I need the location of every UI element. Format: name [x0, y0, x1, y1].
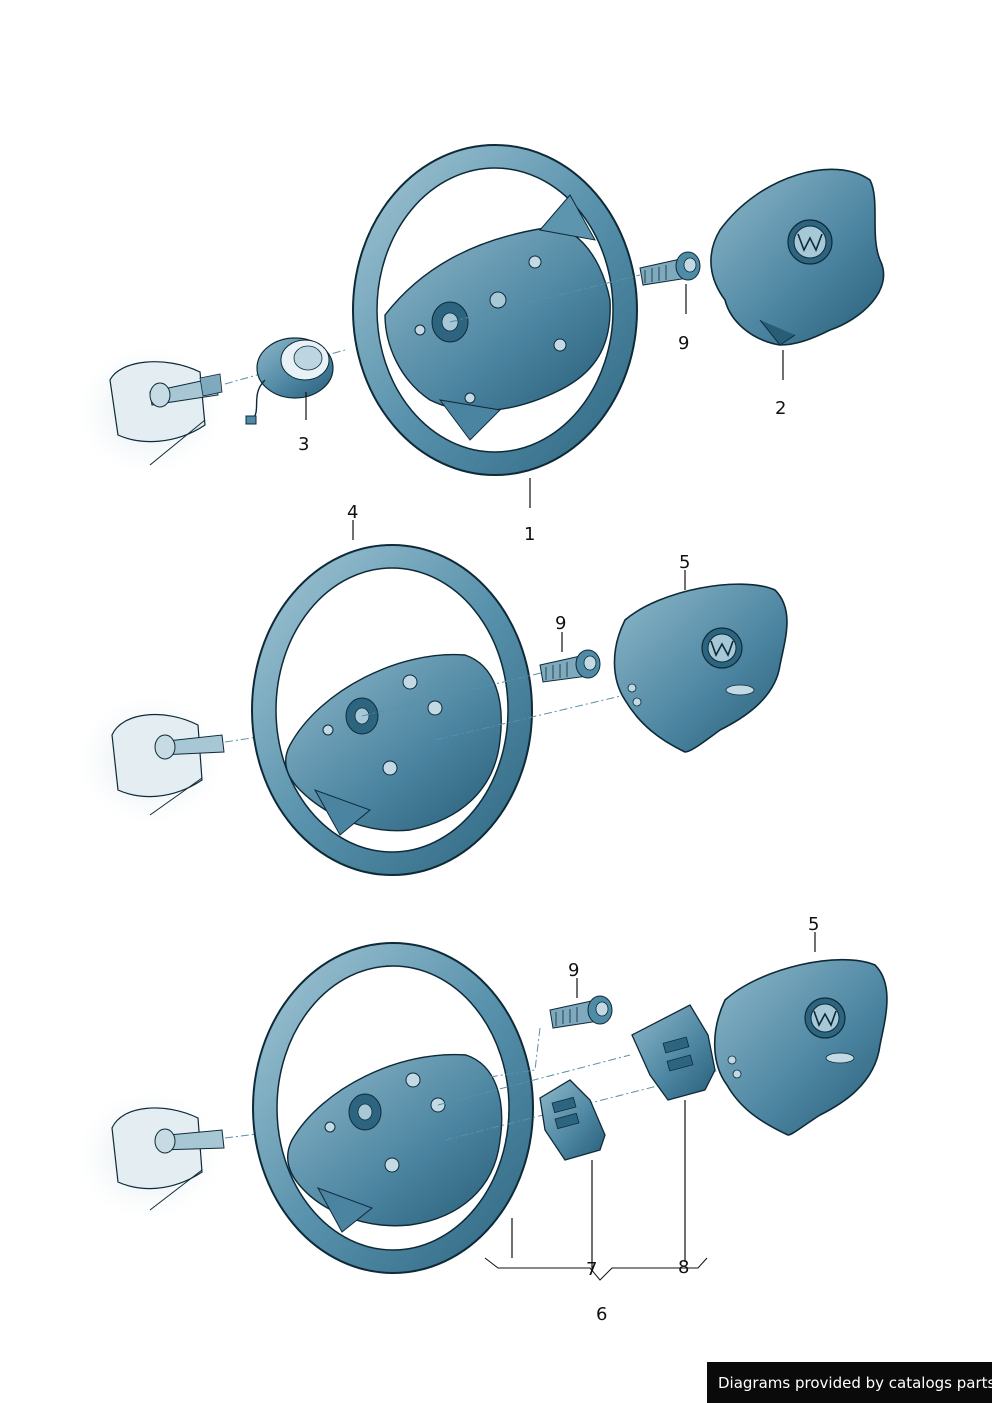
airbag-module-5-row3	[713, 958, 888, 1136]
callout-5-row3: 5	[808, 914, 820, 935]
bolt-9-row2	[539, 649, 601, 683]
vw-logo-icon	[797, 233, 823, 252]
switch-module-7	[539, 1079, 606, 1161]
steering-wheel-4	[251, 544, 533, 876]
callout-9-row3: 9	[568, 960, 580, 981]
callout-9-row1: 9	[678, 333, 690, 354]
footer-banner	[707, 1362, 992, 1403]
airbag-module-2	[710, 168, 885, 346]
callout-4: 4	[347, 502, 359, 523]
callout-3: 3	[298, 434, 310, 455]
vw-logo-icon	[710, 640, 734, 657]
steering-column-shaft-3	[80, 1093, 225, 1217]
callout-8: 8	[678, 1257, 690, 1278]
callout-1: 1	[524, 524, 536, 545]
callout-9-row2: 9	[555, 613, 567, 634]
steering-wheel-6	[252, 942, 534, 1274]
bracket-6	[484, 1257, 708, 1281]
steering-wheel-1	[352, 144, 638, 476]
callout-6: 6	[596, 1304, 608, 1325]
bolt-9-row3	[549, 995, 613, 1029]
clock-spring-3	[245, 337, 334, 425]
callout-2: 2	[775, 398, 787, 419]
footer-credit-text: Diagrams provided by catalogs parts	[718, 1374, 992, 1392]
steering-column-shaft-2	[80, 698, 225, 822]
airbag-module-5-row2	[613, 583, 788, 753]
switch-module-8	[631, 1004, 716, 1101]
bolt-9-row1	[639, 251, 701, 286]
vw-logo-icon	[813, 1010, 837, 1027]
callout-5-row2: 5	[679, 552, 691, 573]
callout-7: 7	[586, 1259, 598, 1280]
steering-column-shaft-1	[80, 348, 223, 472]
